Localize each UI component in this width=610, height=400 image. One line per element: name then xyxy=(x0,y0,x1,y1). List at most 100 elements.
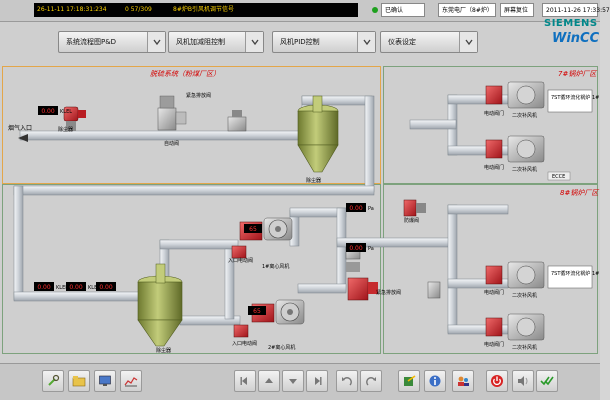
dust-valve-label: 防爆阀 xyxy=(404,217,419,224)
ecce-label: ECCE xyxy=(552,174,565,180)
fan2-label: 2#离心风机 xyxy=(268,344,295,351)
export-icon[interactable] xyxy=(398,370,420,392)
process-flow-label: 系统流程图P&D xyxy=(66,38,117,46)
chevron-down-icon xyxy=(459,32,477,52)
boiler7-box[interactable] xyxy=(547,89,593,113)
boiler8-panel-title: 8#锅炉厂区 xyxy=(560,189,599,197)
emergency-valve-grey[interactable] xyxy=(157,95,187,131)
boiler8-fan1[interactable] xyxy=(485,261,545,289)
fan1-label: 1#离心风机 xyxy=(262,263,289,270)
last-page-icon[interactable] xyxy=(306,370,328,392)
reading-fan1: 65 xyxy=(249,226,257,233)
chevron-down-icon xyxy=(245,32,263,52)
boiler7-label: 7ST循环流化锅炉 1# xyxy=(551,94,599,101)
sec-air-4-label: 二次补风机 xyxy=(512,344,537,351)
reading-top1: 0.00 xyxy=(41,108,55,115)
reading-box-mid xyxy=(346,203,366,212)
instrument-settings-label: 仪表设定 xyxy=(388,38,416,46)
left-panel-title: 脱硫系统（粉煤厂区） xyxy=(150,70,220,78)
siemens-logo: SIEMENS xyxy=(544,18,598,29)
ack-status: 已确认 xyxy=(381,3,425,17)
monitor-icon[interactable] xyxy=(94,370,116,392)
ack-indicator-icon xyxy=(372,7,378,13)
fan-pid-control-button[interactable]: 风机PID控制 xyxy=(272,31,376,53)
refresh-icon[interactable] xyxy=(360,370,382,392)
first-page-icon[interactable] xyxy=(234,370,256,392)
alarm-datetime: 26-11-11 17:18:31:234 xyxy=(34,3,122,17)
alarm-status-bar: 26-11-11 17:18:31:234 0 57/309 8#炉B引风机调节… xyxy=(0,0,610,22)
reading-box-top1 xyxy=(38,106,58,115)
left-lower-panel xyxy=(2,184,381,354)
undo-icon[interactable] xyxy=(336,370,358,392)
left-upper-panel xyxy=(2,66,381,184)
boiler8-label: 7ST循环流化锅炉 1# xyxy=(551,270,599,277)
wincc-logo: WinCC xyxy=(552,31,600,46)
boiler7-fan2[interactable] xyxy=(485,135,545,163)
mid-emergency-valve[interactable] xyxy=(347,277,378,301)
page-down-icon[interactable] xyxy=(282,370,304,392)
sec-air-2-label: 二次补风机 xyxy=(512,166,537,173)
boiler8-panel xyxy=(383,184,598,354)
info-icon[interactable] xyxy=(424,370,446,392)
pump-l2-label: 电动阀门 xyxy=(484,164,504,171)
fan1-valve-label: 入口电动阀 xyxy=(228,257,253,264)
fan2-valve-label: 入口电动阀 xyxy=(232,340,257,347)
emergency-valve-top-label: 紧急排放阀 xyxy=(186,92,211,99)
lower-cyclone-label: 除尘器 xyxy=(156,347,171,354)
reading-box-bl1 xyxy=(34,282,54,291)
fan1[interactable] xyxy=(263,217,293,241)
pump-l3-label: 电动阀门 xyxy=(484,289,504,296)
mid-emergency-valve-label: 紧急排放阀 xyxy=(376,289,401,296)
flue-inlet-label: 烟气入口 xyxy=(8,124,32,132)
users-icon[interactable] xyxy=(452,370,474,392)
pump-l4-label: 电动阀门 xyxy=(484,341,504,348)
reading-mid2-unit: Pa xyxy=(368,246,374,252)
reading-bl3: 0.00 xyxy=(99,284,113,291)
boiler7-fan1[interactable] xyxy=(485,81,545,109)
dust-remover-upper-label: 除尘器 xyxy=(58,126,73,133)
dust-valve-red[interactable] xyxy=(403,199,426,217)
reading-bl1: 0.00 xyxy=(37,284,51,291)
alarm-message[interactable]: 8#炉B引风机调节信号 xyxy=(170,3,358,17)
cyclone-upper-label: 除尘器 xyxy=(306,177,321,184)
boiler8-box[interactable] xyxy=(547,265,593,289)
folder-icon[interactable] xyxy=(68,370,90,392)
ack-all-icon[interactable] xyxy=(536,370,558,392)
boiler7-panel-title: 7#锅炉厂区 xyxy=(558,70,597,78)
auto-valve-label: 自动阀 xyxy=(164,140,179,147)
boiler7-panel xyxy=(383,66,598,184)
reading-box-bl3 xyxy=(96,282,116,291)
sec-air-3-label: 二次补风机 xyxy=(512,292,537,299)
lower-cyclone-tank xyxy=(137,263,183,347)
wrench-icon[interactable] xyxy=(42,370,64,392)
power-icon[interactable] xyxy=(486,370,508,392)
lower-grey-valve[interactable] xyxy=(427,281,441,299)
inlet-pump-red[interactable] xyxy=(63,106,86,131)
reading-bl2: 0.00 xyxy=(69,284,83,291)
lower-pipe xyxy=(159,204,509,335)
alarm-code: 0 57/309 xyxy=(122,3,170,17)
reading-box-mid2 xyxy=(346,243,366,252)
sec-air-1-label: 二次补风机 xyxy=(512,112,537,119)
reading-mid2: 0.00 xyxy=(349,245,363,252)
fan-damper-control-button[interactable]: 风机加减阻控制 xyxy=(168,31,264,53)
speaker-icon[interactable] xyxy=(512,370,534,392)
chevron-down-icon xyxy=(357,32,375,52)
page-up-icon[interactable] xyxy=(258,370,280,392)
reading-box-bl2 xyxy=(66,282,86,291)
fan-damper-label: 风机加减阻控制 xyxy=(176,38,225,46)
fan1-valve[interactable] xyxy=(231,245,247,259)
instrument-settings-button[interactable]: 仪表设定 xyxy=(380,31,478,53)
plant-name: 东莞电厂（8#炉） xyxy=(438,3,496,17)
ecce-box xyxy=(547,171,571,181)
fan-pid-label: 风机PID控制 xyxy=(280,38,320,46)
trend-chart-icon[interactable] xyxy=(120,370,142,392)
fan2-valve[interactable] xyxy=(233,324,249,338)
auto-valve-grey[interactable] xyxy=(227,110,247,132)
inlet-arrow-icon xyxy=(18,134,28,142)
fan2[interactable] xyxy=(275,299,305,325)
reading-box-fan1 xyxy=(244,224,262,233)
boiler8-fan2[interactable] xyxy=(485,313,545,341)
process-flow-button[interactable]: 系统流程图P&D xyxy=(58,31,166,53)
